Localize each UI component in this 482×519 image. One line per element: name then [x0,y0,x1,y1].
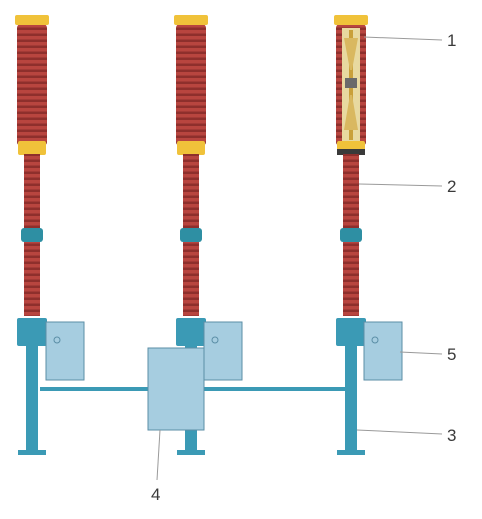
middle-flange [18,141,46,155]
collar [21,228,43,242]
callout-2: 2 [447,177,456,196]
base-plate [337,450,365,455]
upper-insulator [176,24,206,146]
connecting-rod-left [40,387,158,391]
callout-3: 3 [447,426,456,445]
control-box [203,321,243,381]
pole-right [334,15,403,455]
interrupter-interior [342,28,360,143]
leader-line-2 [358,183,443,187]
base-plate [177,450,205,455]
leader-line-4 [156,429,161,481]
leader-line-5 [399,351,443,355]
support-post [26,346,38,450]
top-cap [15,15,49,25]
leader-line-3 [356,429,443,435]
leader-lines [156,36,443,481]
callout-5: 5 [447,345,456,364]
callout-1: 1 [447,31,456,50]
gauge-icon [211,336,219,344]
collar [340,228,362,242]
gauge-icon [371,336,379,344]
top-cap [174,15,208,25]
operating-mechanism-cabinet [147,347,205,431]
pole-left [15,15,85,455]
connecting-rod-right [198,387,350,391]
support-post [345,346,357,450]
connecting-rods [40,387,350,391]
mechanism-head [176,318,206,346]
upper-insulator [17,24,47,146]
control-box [363,321,403,381]
collar [180,228,202,242]
gauge-icon [53,336,61,344]
top-cap [334,15,368,25]
base-plate [18,450,46,455]
control-box [45,321,85,381]
mechanism-head [336,318,366,346]
leader-line-1 [363,36,443,41]
callout-4: 4 [151,485,160,504]
middle-flange [177,141,205,155]
mechanism-head [17,318,47,346]
